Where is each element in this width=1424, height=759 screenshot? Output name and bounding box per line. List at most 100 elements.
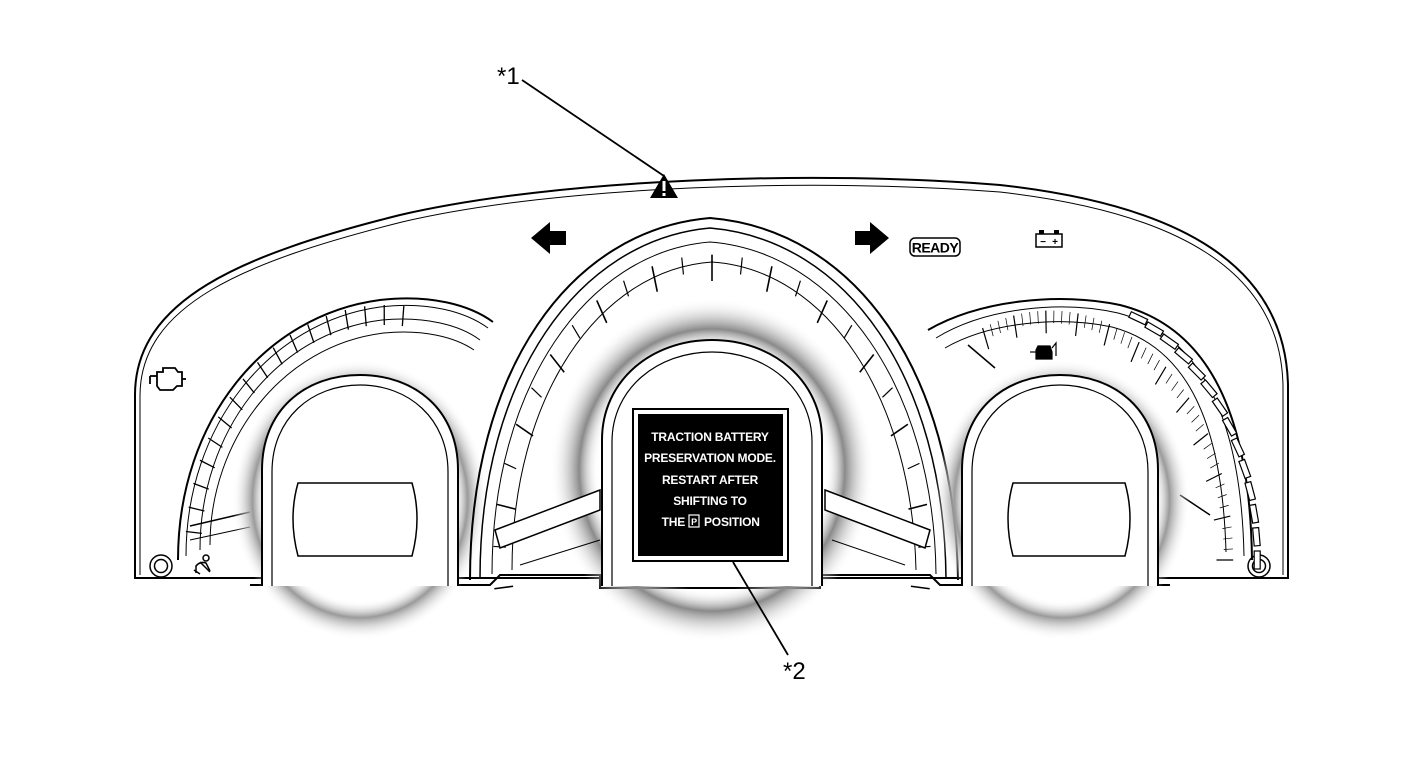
check-engine-icon xyxy=(149,367,186,391)
speedometer-tick xyxy=(739,257,743,275)
right-gauge-tick xyxy=(1068,311,1071,325)
left-gauge-segment-divider xyxy=(401,306,405,327)
left-gauge-segment-divider xyxy=(256,362,269,379)
ready-label: READY xyxy=(912,240,960,256)
left-gauge-segments xyxy=(185,304,405,535)
display-gear-p: P xyxy=(691,517,697,527)
display-line-2: PRESERVATION MODE. xyxy=(644,451,776,465)
speedometer-tick xyxy=(882,387,893,398)
right-gauge-tick xyxy=(1130,341,1140,363)
leader-line-2 xyxy=(732,561,789,656)
right-gauge-tick xyxy=(1153,359,1160,371)
right-gauge-segment xyxy=(1144,321,1165,338)
speedometer-tick xyxy=(816,300,828,324)
left-gauge xyxy=(177,297,494,640)
speedometer-tick xyxy=(504,462,517,470)
right-gauge-segment xyxy=(1230,437,1246,458)
right-gauge-tick xyxy=(1213,515,1231,521)
right-gauge-segment xyxy=(1200,379,1218,399)
display-line-5-prefix: THE xyxy=(662,515,686,529)
right-gauge-segment xyxy=(1244,480,1257,502)
left-gauge-segment-divider xyxy=(325,315,332,336)
speedometer-tick-marks xyxy=(493,254,931,590)
right-gauge-segment xyxy=(1251,526,1261,547)
left-gauge-segment-divider xyxy=(207,437,223,448)
right-gauge-segment xyxy=(1159,333,1180,351)
left-gauge-segment-divider xyxy=(363,306,367,327)
left-lcd-window xyxy=(292,482,418,557)
speedometer-tick xyxy=(843,324,853,339)
right-gauge-segment xyxy=(1173,346,1194,365)
speedometer-tick xyxy=(765,266,773,292)
left-turn-arrow-icon xyxy=(531,222,566,254)
right-gauge-tick xyxy=(1223,548,1233,550)
right-gauge-tick xyxy=(1021,313,1024,327)
battery-plus-sign: + xyxy=(1052,237,1058,248)
right-turn-arrow-icon xyxy=(855,222,889,254)
right-gauge-segment xyxy=(1128,310,1149,326)
right-gauge-tick xyxy=(1120,332,1125,344)
left-gauge-segment-divider xyxy=(229,396,243,411)
battery-minus-sign: − xyxy=(1040,237,1046,248)
right-gauge-tick xyxy=(1176,389,1184,399)
speedometer-tick xyxy=(908,503,928,510)
right-gauge-tick xyxy=(1206,452,1216,459)
low-fuel-icon xyxy=(1030,341,1057,360)
speedometer-tick xyxy=(494,585,514,590)
display-line-5-suffix: POSITION xyxy=(704,515,760,529)
right-gauge-tick xyxy=(1091,317,1095,331)
multi-information-display: TRACTION BATTERY PRESERVATION MODE. REST… xyxy=(632,408,789,562)
right-gauge-tick xyxy=(1223,537,1233,540)
speedometer-tick xyxy=(859,354,875,373)
housing-inner-edge xyxy=(139,184,1284,575)
right-gauge-tick xyxy=(1186,406,1195,415)
right-gauge xyxy=(927,298,1261,640)
right-gauge-tick xyxy=(1147,353,1154,365)
left-gauge-segment-divider xyxy=(344,309,350,330)
speedometer-tick xyxy=(623,280,630,297)
left-gauge-segment-divider xyxy=(242,378,255,394)
right-gauge-tick xyxy=(989,324,994,337)
right-gauge-segments xyxy=(1128,310,1261,570)
right-gauge-tick xyxy=(1113,327,1118,340)
speedometer-tick xyxy=(531,387,542,398)
left-gauge-segment-divider xyxy=(307,324,315,344)
display-line-4: SHIFTING TO xyxy=(673,494,747,508)
right-gauge-segment xyxy=(1221,416,1238,437)
right-gauge-tick xyxy=(1083,315,1087,328)
right-gauge-tick xyxy=(997,320,1001,333)
right-gauge-tick xyxy=(1103,323,1111,346)
right-gauge-tick xyxy=(1029,312,1032,325)
master-warning-icon xyxy=(650,174,678,198)
speedometer-tick xyxy=(571,324,581,339)
left-gauge-segment-divider xyxy=(188,506,205,512)
mounting-hole-left xyxy=(149,554,173,578)
ready-indicator-icon: READY xyxy=(909,237,961,257)
right-gauge-tick xyxy=(1215,483,1225,489)
speedometer-tick xyxy=(910,585,930,590)
right-gauge-tick xyxy=(1005,317,1009,331)
right-gauge-tick xyxy=(1061,311,1063,324)
display-line-3: RESTART AFTER xyxy=(662,473,759,487)
speedometer-tick xyxy=(496,503,516,510)
right-gauge-segment xyxy=(1253,550,1261,570)
speedometer-tick xyxy=(515,423,534,437)
battery-warning-icon: − + xyxy=(1035,230,1063,248)
speedometer-tick xyxy=(794,280,801,297)
leader-line-1 xyxy=(521,79,665,177)
seatbelt-warning-icon xyxy=(193,554,211,575)
callout-label-1: *1 xyxy=(497,63,520,90)
right-gauge-tick xyxy=(1217,494,1227,499)
callout-label-2: *2 xyxy=(783,658,806,685)
right-gauge-tick xyxy=(1210,462,1219,469)
speedometer-tick xyxy=(651,266,659,292)
left-gauge-segment-divider xyxy=(193,482,209,490)
right-gauge-tick xyxy=(1098,320,1103,333)
right-gauge-segment xyxy=(1238,458,1252,480)
right-lcd-window xyxy=(1007,482,1131,557)
right-gauge-tick xyxy=(1165,373,1173,384)
right-gauge-tick xyxy=(1203,442,1213,450)
speedometer-tick xyxy=(681,257,685,275)
right-gauge-tick xyxy=(1074,313,1079,336)
